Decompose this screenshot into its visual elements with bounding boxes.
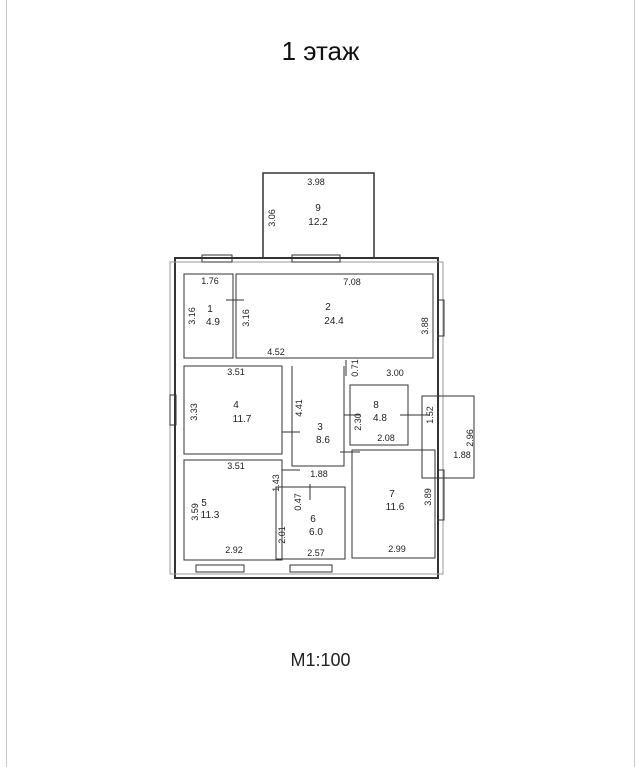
dim-6-width: 2.57: [307, 548, 325, 558]
scale-label: М1:100: [290, 650, 351, 670]
room-2-number: 2: [325, 302, 331, 313]
room-5-outline: [183, 459, 283, 561]
dim-188b: 1.88: [453, 450, 471, 460]
dim-296: 2.96: [465, 429, 475, 447]
dim-2-height2: 3.88: [420, 317, 430, 335]
floor-title: 1 этаж: [281, 36, 360, 66]
room-6-area: 6.0: [309, 527, 323, 538]
room-7-area: 11.6: [386, 502, 405, 513]
dim-2-width2: 4.52: [267, 347, 285, 357]
dim-047: 0.47: [293, 493, 303, 511]
room-6-number: 6: [310, 514, 316, 525]
room-9-area: 12.2: [308, 217, 328, 228]
room-4-area: 11.7: [233, 414, 252, 425]
dim-2-width: 7.08: [343, 277, 361, 287]
room-2-area: 24.4: [324, 316, 344, 327]
frame-right-line: [634, 0, 635, 767]
dim-9-height: 3.06: [267, 209, 277, 227]
window-right: [437, 299, 445, 337]
dim-2-height1: 3.16: [241, 309, 251, 327]
dim-152: 1.52: [425, 406, 435, 424]
room-5-area: 11.3: [201, 510, 220, 521]
frame-left-line: [6, 0, 7, 767]
room-5-number: 5: [201, 498, 207, 509]
dim-3-width: 1.88: [310, 469, 328, 479]
dim-8-width: 2.08: [377, 433, 395, 443]
dim-5-height: 3.59: [190, 503, 200, 521]
dim-4-width: 3.51: [227, 367, 245, 377]
room-2-outline: [235, 273, 434, 359]
dim-1-width: 1.76: [201, 276, 219, 286]
room-1-area: 4.9: [206, 317, 220, 328]
room-3-number: 3: [317, 422, 323, 433]
dim-5-width: 3.51: [227, 461, 245, 471]
window-bottom-1: [195, 564, 245, 573]
dim-1-height: 3.16: [187, 307, 197, 325]
dim-7-height: 3.89: [423, 488, 433, 506]
room-9-number: 9: [315, 203, 321, 214]
dim-6-height: 2.01: [277, 526, 287, 544]
window-bottom-2: [289, 564, 333, 573]
room-8-area: 4.8: [373, 413, 387, 424]
window-top-2: [291, 254, 341, 263]
dim-300: 3.00: [386, 368, 404, 378]
dim-9-width: 3.98: [307, 177, 325, 187]
dim-7-width: 2.99: [388, 544, 406, 554]
window-right-2: [437, 469, 445, 521]
dim-143: 1.43: [271, 474, 281, 492]
room-3-outline: [291, 366, 345, 467]
room-9-outline: [262, 172, 375, 259]
room-3-area: 8.6: [316, 435, 330, 446]
dim-4-height: 3.33: [189, 403, 199, 421]
room-7-outline: [351, 449, 436, 559]
window-top-1: [201, 254, 233, 263]
dim-3-height: 4.41: [294, 399, 304, 417]
room-8-number: 8: [373, 400, 379, 411]
room-4-number: 4: [233, 400, 239, 411]
outer-walls: [174, 257, 439, 579]
dim-8-height: 2.30: [353, 413, 363, 431]
room-1-number: 1: [207, 304, 213, 315]
room-7-number: 7: [389, 489, 395, 500]
dim-071: 0.71: [350, 359, 360, 377]
room-4-outline: [183, 365, 283, 455]
vestibule-outline: [421, 395, 475, 479]
room-1-outline: [183, 273, 234, 359]
window-left: [169, 394, 177, 426]
dim-5-width2: 2.92: [225, 545, 243, 555]
